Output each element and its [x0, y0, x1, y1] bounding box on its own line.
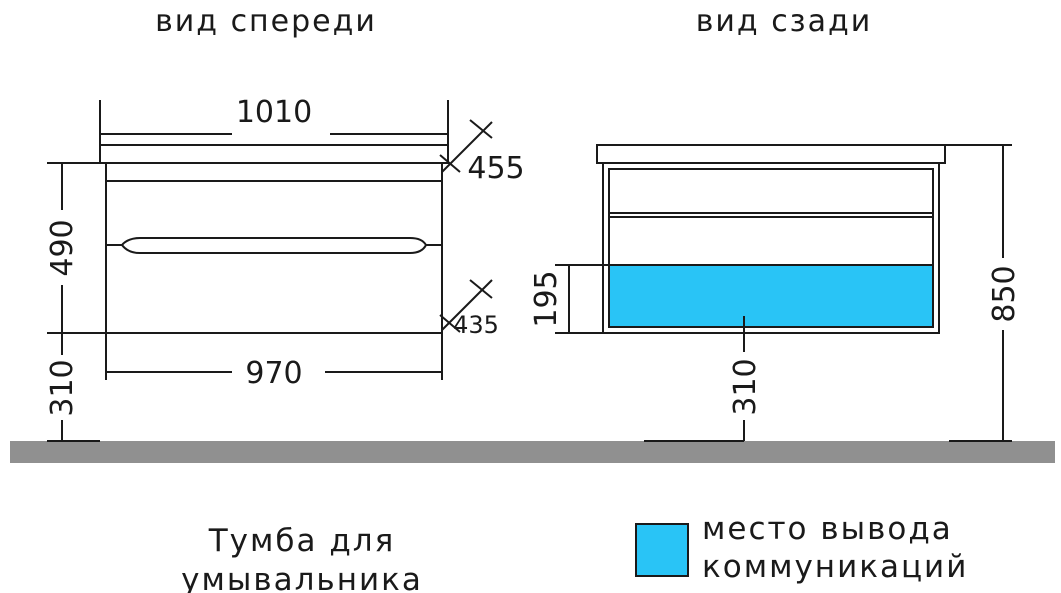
caption-line-2: умывальника — [181, 562, 423, 593]
legend-line-1: место вывода — [702, 511, 953, 547]
back-view — [555, 144, 1012, 442]
legend-line-2: коммуникаций — [702, 549, 968, 585]
dim-455-label: 455 — [467, 151, 524, 186]
back-countertop — [596, 144, 946, 164]
dim-455-tick-a — [469, 119, 493, 139]
communication-outlet-area — [608, 264, 934, 328]
front-cabinet-body — [105, 162, 443, 334]
dim-435-diagonal — [441, 279, 493, 331]
dim-1010-label: 1010 — [236, 95, 312, 130]
dim-195-label: 195 — [529, 270, 564, 327]
front-drawer-handle — [106, 237, 442, 254]
dim-435-label: 435 — [453, 311, 499, 339]
caption-line-1: Тумба для — [208, 523, 396, 559]
dim-455-tick-b — [439, 154, 461, 173]
dim-310-front-label: 310 — [45, 359, 80, 416]
dim-310-back-label: 310 — [728, 358, 763, 415]
dim-970-label: 970 — [245, 356, 302, 391]
floor-strip — [10, 441, 1055, 463]
dim-490-label: 490 — [45, 219, 80, 276]
legend-swatch — [635, 523, 689, 577]
dim-435-tick-b — [439, 314, 461, 333]
front-countertop — [99, 144, 449, 164]
dim-850-label: 850 — [987, 265, 1022, 322]
front-view-title: вид спереди — [155, 4, 377, 39]
back-view-title: вид сзади — [696, 4, 873, 39]
dim-435-tick-a — [469, 279, 493, 299]
front-view — [47, 100, 493, 442]
